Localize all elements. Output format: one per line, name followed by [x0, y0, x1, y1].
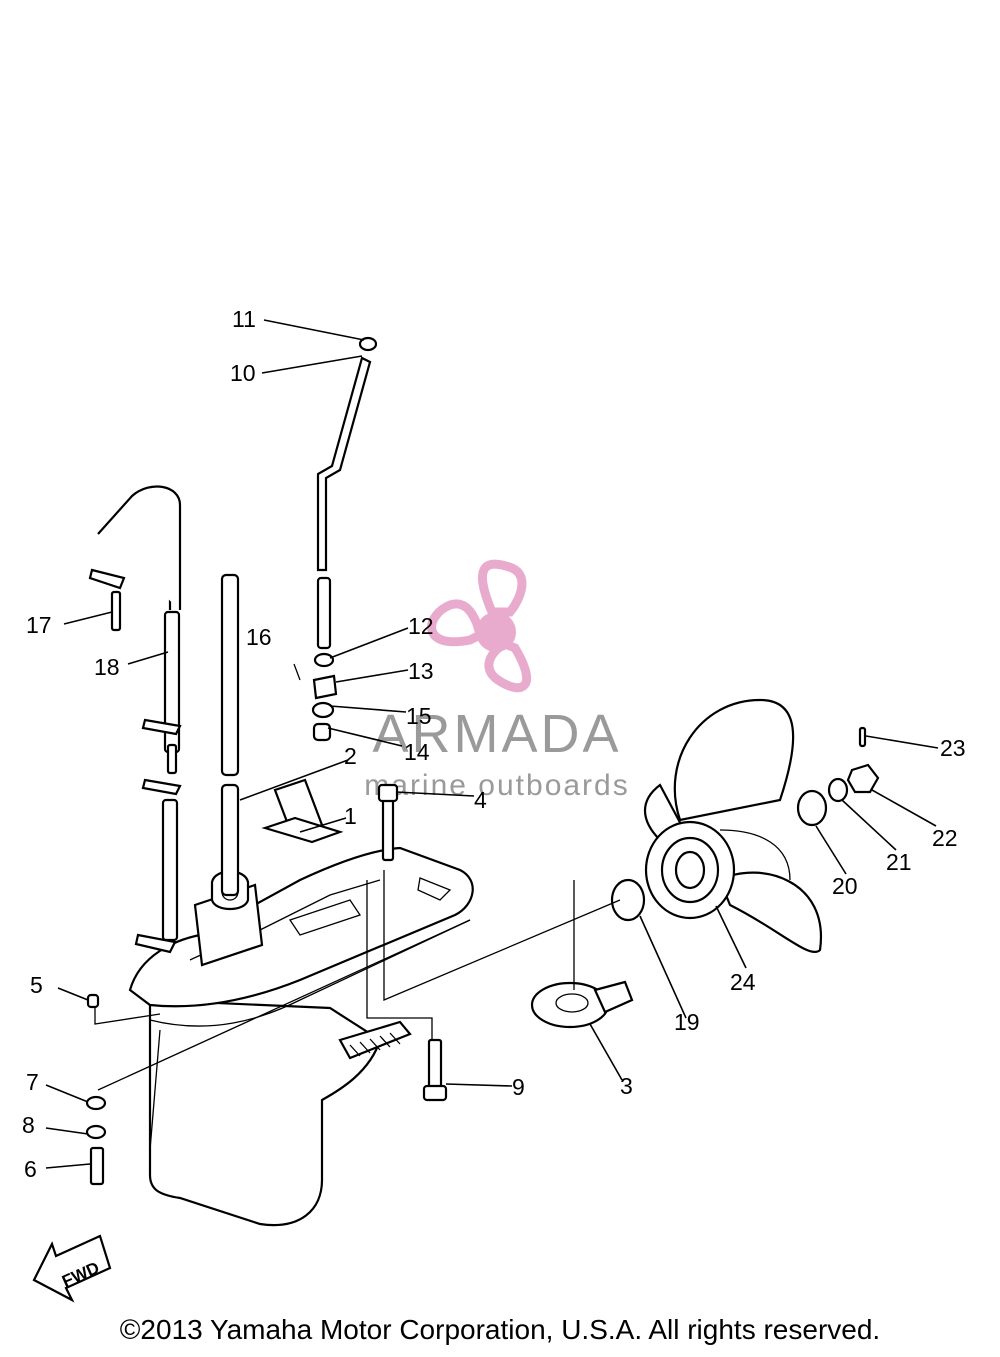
callout-2: 2	[344, 743, 357, 769]
bolt-4	[381, 798, 395, 862]
callout-numbers: 1 2 3 4 5 6 7 8 9 10 11 12 13 14 15 16 1…	[22, 306, 966, 1182]
callout-4: 4	[474, 787, 487, 813]
watermark-brand: ARMADA	[372, 704, 621, 764]
callout-12: 12	[408, 613, 434, 639]
callout-7: 7	[26, 1069, 39, 1095]
washer-8	[85, 1124, 107, 1140]
callout-17: 17	[26, 612, 52, 638]
callout-8: 8	[22, 1112, 35, 1138]
callout-18: 18	[94, 654, 120, 680]
propeller	[644, 698, 823, 953]
bolt-6	[89, 1146, 105, 1186]
callout-10: 10	[230, 360, 256, 386]
callout-3: 3	[620, 1073, 633, 1099]
bolt-4-head	[377, 783, 399, 803]
washer-21	[827, 777, 849, 803]
shift-rod	[293, 336, 378, 742]
callout-1: 1	[344, 803, 357, 829]
leader-lines	[45, 319, 939, 1169]
callout-13: 13	[408, 658, 434, 684]
callout-9: 9	[512, 1074, 525, 1100]
callout-23: 23	[940, 735, 966, 761]
callout-16: 16	[246, 624, 272, 650]
callout-24: 24	[730, 969, 756, 995]
callout-5: 5	[30, 972, 43, 998]
callout-21: 21	[886, 849, 912, 875]
nut-22	[846, 763, 880, 794]
callout-15: 15	[406, 703, 432, 729]
callout-14: 14	[404, 739, 430, 765]
lower-casing	[128, 573, 474, 1227]
water-tube	[88, 485, 182, 954]
watermark-tagline: marine outboards	[364, 769, 629, 802]
dowel-5	[86, 993, 100, 1009]
callout-11: 11	[232, 306, 256, 332]
plate-1	[261, 816, 344, 844]
callout-6: 6	[24, 1156, 37, 1182]
watermark-propeller-logo	[427, 559, 532, 693]
callout-19: 19	[674, 1009, 700, 1035]
spacer-20	[796, 789, 828, 827]
bolt-9-head	[422, 1084, 448, 1102]
washer-7	[85, 1095, 107, 1111]
anode	[530, 980, 634, 1029]
bolt-9	[427, 1038, 443, 1092]
callout-22: 22	[932, 825, 958, 851]
callout-20: 20	[832, 873, 858, 899]
copyright-notice: ©2013 Yamaha Motor Corporation, U.S.A. A…	[119, 1314, 881, 1345]
fwd-arrow-icon: FWD	[32, 1234, 112, 1303]
cotter-pin-23	[858, 726, 867, 748]
spacer-19	[610, 878, 646, 922]
